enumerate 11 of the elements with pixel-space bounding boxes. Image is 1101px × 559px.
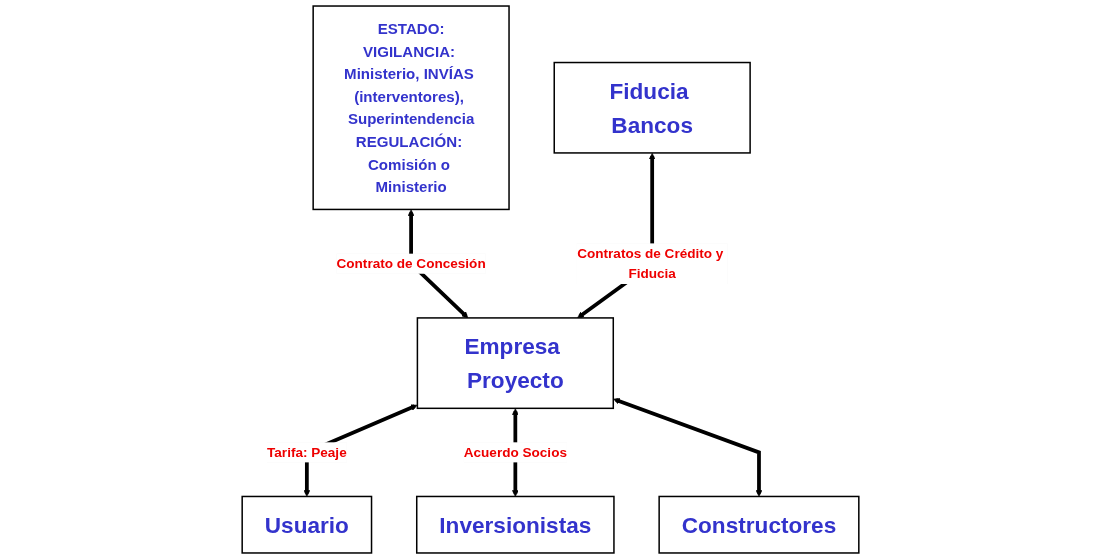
edge-label: Acuerdo Socios <box>463 444 567 460</box>
node-box: ESTADO: VIGILANCIA: Ministerio, INVÍAS (interventores), Superintendencia REGULACIÓN: Comisión o Ministerio <box>312 5 510 211</box>
edge-label: Contrato de Concesión <box>336 255 486 271</box>
node-box: Usuario <box>241 495 373 554</box>
arrow <box>613 398 763 497</box>
node-box: Empresa Proyecto <box>416 317 615 410</box>
edge-label: Tarifa: Peaje <box>267 444 347 460</box>
edge-label: Contratos de Crédito y Fiducia <box>577 245 724 282</box>
node-box: Fiducia Bancos <box>553 61 751 154</box>
node-box: Inversionistas <box>416 495 615 554</box>
node-box: Constructores <box>658 495 860 554</box>
